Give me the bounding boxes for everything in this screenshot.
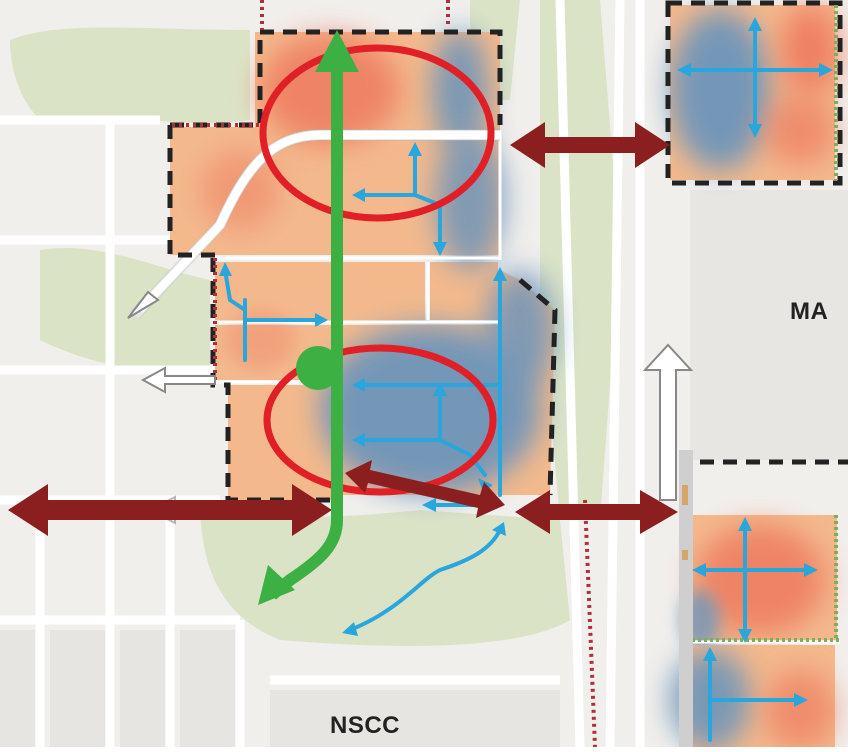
street-blocks-south (0, 630, 560, 747)
red-focus-circle-icon (259, 44, 495, 222)
green-node-icon (296, 346, 340, 390)
district-block-east (690, 190, 848, 460)
green-route (258, 30, 359, 605)
red-focus-circles (259, 44, 497, 496)
green-route-arrow-icon (268, 55, 343, 600)
east-walkway (679, 450, 693, 750)
brown-double-arrow-icon (510, 122, 670, 168)
brown-double-arrows (8, 122, 678, 536)
blue-arrowheads (219, 17, 833, 707)
white-outline-arrow-icon (642, 343, 694, 501)
dotted-green-boundaries (692, 5, 840, 642)
parcel-mid-east (430, 262, 498, 320)
district-label-east: MA (790, 298, 829, 325)
blue-circulation-arrows (223, 23, 827, 742)
dotted-red-boundaries (172, 0, 597, 748)
white-road-arrowhead (127, 290, 160, 319)
street-grid (0, 0, 645, 748)
district-label-south: NSCC (330, 712, 401, 739)
